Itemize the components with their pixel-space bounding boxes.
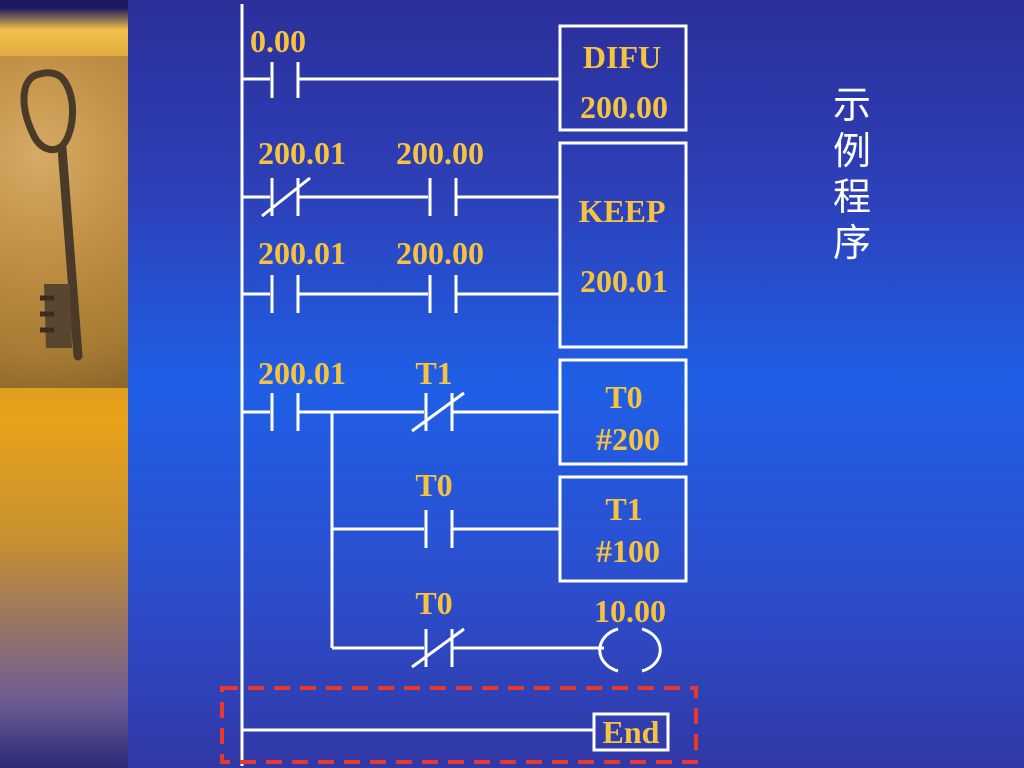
contact-label: 200.00 — [396, 235, 484, 271]
instruction-operand: 200.01 — [580, 263, 668, 299]
contact-label: T1 — [415, 355, 452, 391]
timer-preset: #200 — [596, 421, 660, 457]
contact-label: 200.01 — [258, 135, 346, 171]
contact-label: 200.01 — [258, 235, 346, 271]
timer-name: T1 — [605, 491, 642, 527]
instruction-label: KEEP — [578, 193, 665, 229]
contact-label: 200.00 — [396, 135, 484, 171]
contact-label: T0 — [415, 467, 452, 503]
title-char: 程 — [833, 175, 871, 219]
end-highlight-box — [220, 686, 698, 764]
keep-box — [558, 141, 688, 349]
instruction-operand: 200.00 — [580, 89, 668, 125]
contact-label: 200.01 — [258, 355, 346, 391]
key-shaft-shape — [57, 143, 83, 361]
instruction-label: DIFU — [583, 39, 661, 75]
difu-box — [558, 24, 688, 132]
timer-t0-box — [558, 358, 688, 466]
end-label: End — [603, 714, 660, 750]
timer-preset: #100 — [596, 533, 660, 569]
key-photo — [0, 56, 128, 388]
contact-label: 0.00 — [250, 23, 306, 59]
timer-name: T0 — [605, 379, 642, 415]
title-char: 示 — [833, 83, 871, 127]
end-box — [592, 712, 670, 752]
coil-right-arc — [641, 627, 662, 673]
title-char: 序 — [833, 221, 871, 265]
coil-label: 10.00 — [594, 593, 666, 629]
contact-label: T0 — [415, 585, 452, 621]
title-char: 例 — [833, 129, 871, 173]
coil-left-arc — [598, 627, 619, 673]
timer-t1-box — [558, 475, 688, 583]
